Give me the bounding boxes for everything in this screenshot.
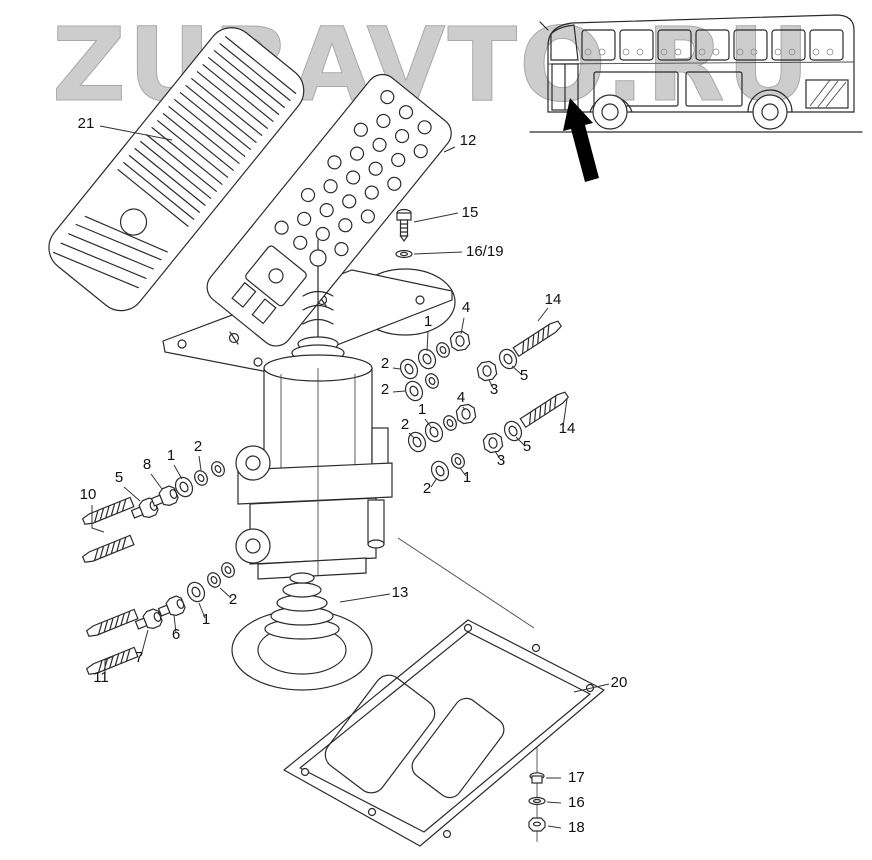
- callout-label: 5: [115, 469, 123, 486]
- callout-label: 17: [568, 769, 585, 786]
- callout-label: 4: [462, 299, 470, 316]
- callout-label: 14: [559, 420, 576, 437]
- callout-label: 2: [194, 438, 202, 455]
- callout-label: 2: [229, 591, 237, 608]
- callout-label: 5: [523, 438, 531, 455]
- callout-label: 1: [202, 611, 210, 628]
- callout-label: 2: [381, 355, 389, 372]
- callout-label: 16: [568, 794, 585, 811]
- callout-label: 18: [568, 819, 585, 836]
- callout-labels: 21 12 15 16/19 4 14 1 2 2 5 3 4 1 2 14 5…: [78, 115, 628, 836]
- callout-label: 5: [520, 367, 528, 384]
- location-arrow-icon: [563, 98, 599, 182]
- callout-label: 2: [401, 416, 409, 433]
- callout-label: 15: [462, 204, 479, 221]
- callout-label: 13: [392, 584, 409, 601]
- callout-label: 3: [497, 452, 505, 469]
- construction-line: [397, 537, 535, 629]
- leader-lines: [91, 125, 610, 829]
- mounting-parts-drawing: [528, 772, 546, 832]
- accelerator-pedal-drawing: [48, 27, 305, 312]
- callout-label: 2: [423, 480, 431, 497]
- callout-label: 1: [424, 313, 432, 330]
- base-plate-drawing: [162, 268, 456, 373]
- brake-valve-drawing: [235, 239, 393, 580]
- callout-label: 3: [490, 381, 498, 398]
- callout-label: 7: [135, 649, 143, 666]
- rubber-boot-drawing: [231, 572, 373, 691]
- callout-label: 1: [167, 447, 175, 464]
- callout-label: 10: [80, 486, 97, 503]
- callout-label: 14: [545, 291, 562, 308]
- callout-label: 8: [143, 456, 151, 473]
- bus-illustration: [529, 14, 863, 133]
- callout-label: 6: [172, 626, 180, 643]
- bolt-and-washer-drawing: [395, 208, 413, 259]
- callout-label: 2: [381, 381, 389, 398]
- callout-label: 20: [611, 674, 628, 691]
- callout-label: 11: [93, 669, 109, 686]
- callout-label: 4: [457, 389, 465, 406]
- callout-label: 1: [463, 469, 471, 486]
- fittings-left-drawing: [81, 458, 238, 677]
- callout-label: 21: [78, 115, 95, 132]
- callout-label: 16/19: [466, 243, 504, 260]
- callout-label: 1: [418, 401, 426, 418]
- callout-label: 12: [460, 132, 477, 149]
